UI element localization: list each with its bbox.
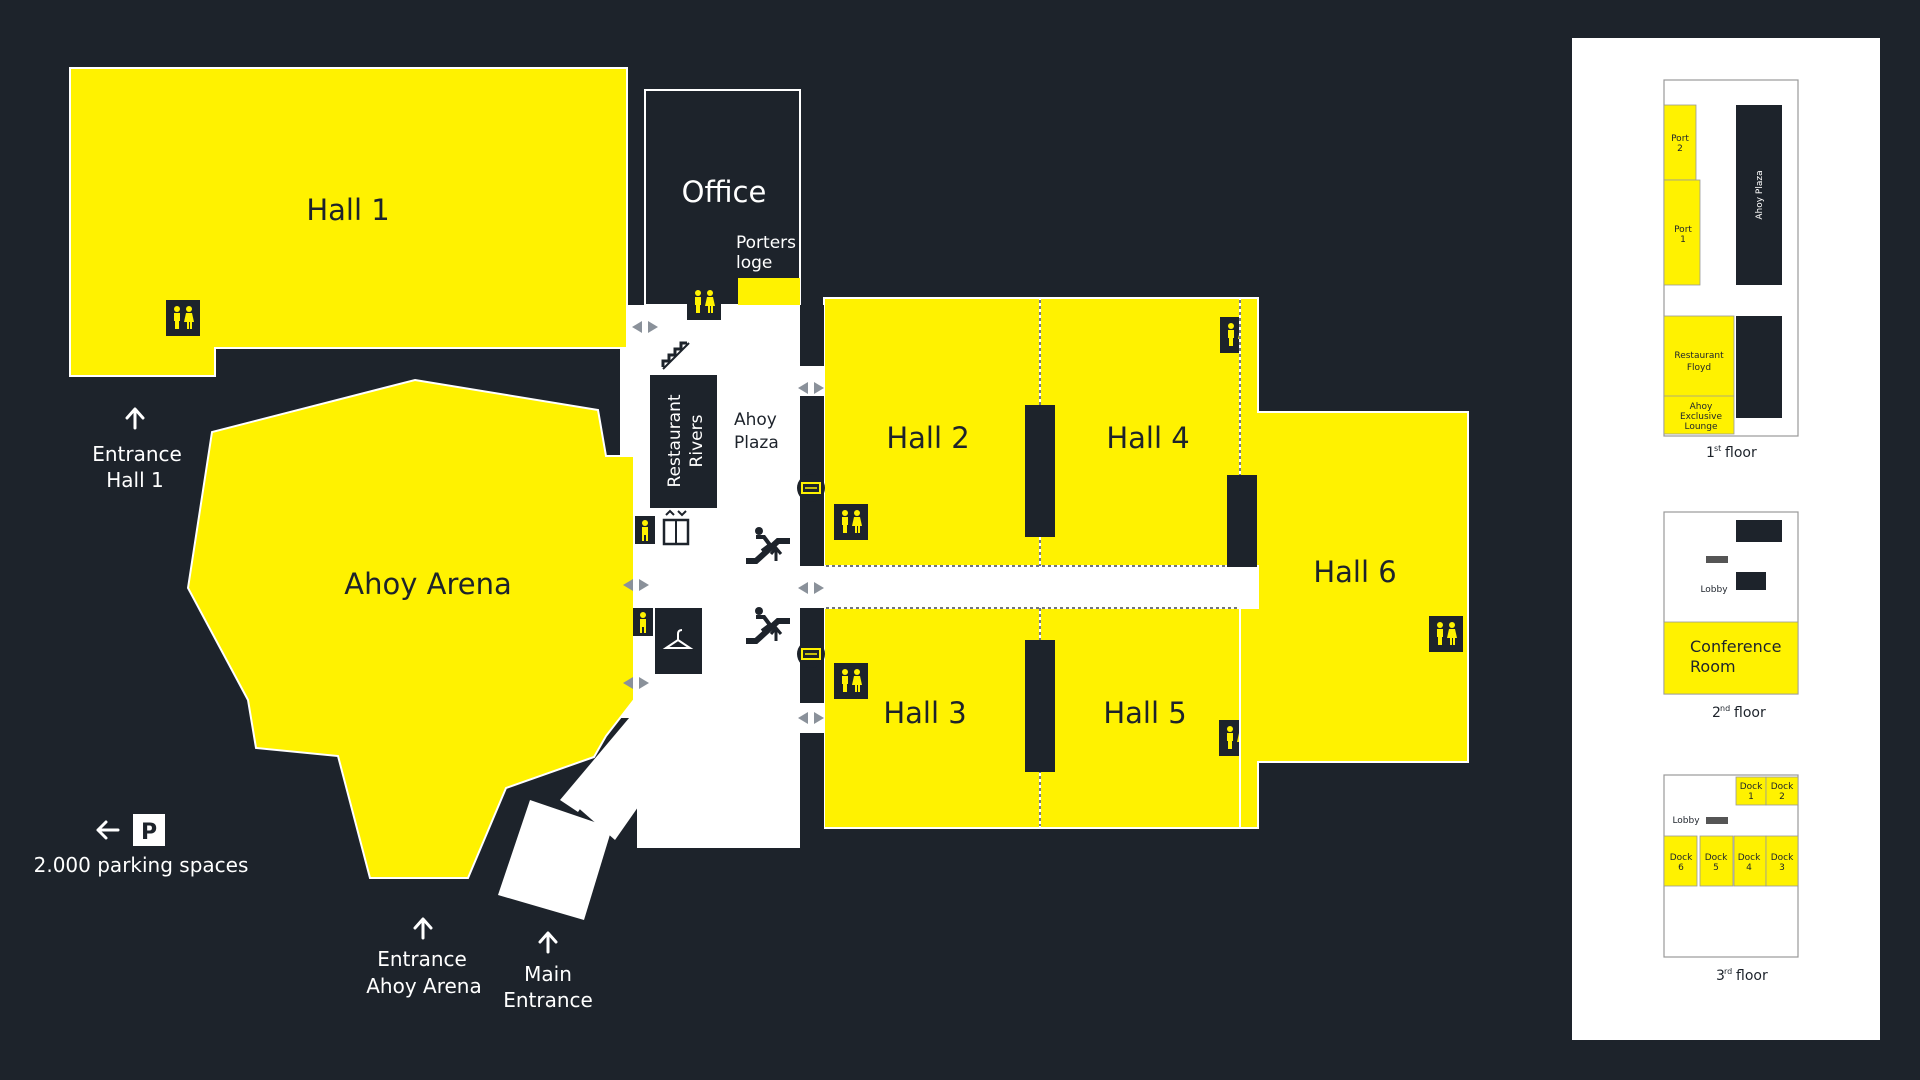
floor-2-caption-num: 2 [1712,705,1721,721]
ahoy-plaza-label-2: Plaza [734,433,779,453]
pillar [1025,640,1055,772]
mini-dock-2-label-2: 2 [1779,792,1785,802]
mini-dock-6-label-2: 6 [1678,863,1684,873]
floor-3-caption-word: floor [1736,968,1768,984]
porters-loge-label-1: Porters [736,233,796,253]
hall-1-label: Hall 1 [306,193,389,227]
mini-dock-2-label-1: Dock [1771,782,1794,792]
cloakroom-icon [662,629,694,649]
mini-map-floor-1[interactable]: Port 2 Port 1 Ahoy Plaza Restaurant Floy… [1663,79,1799,461]
mini-dock-3-label-2: 3 [1779,863,1785,873]
mini-dock-5-label-1: Dock [1705,853,1728,863]
mini-conference-label-1: Conference [1690,637,1781,656]
hall-5[interactable]: Hall 5 [1039,607,1259,829]
floor-3-caption-sup: rd [1724,967,1732,976]
mini-dock-6-label-1: Dock [1670,853,1693,863]
toilet-icon [166,300,200,336]
mini-port-2-label-1: Port [1671,134,1689,144]
mini-dock-4-label-1: Dock [1738,853,1761,863]
hall-4-label: Hall 4 [1106,421,1189,455]
entrance-hall-1[interactable]: Entrance Hall 1 [92,407,182,492]
hall-1[interactable]: Hall 1 [69,67,628,377]
mini-conference-label-2: Room [1690,657,1736,676]
parking-symbol: P [141,820,157,845]
hall-6[interactable]: Hall 6 [1239,297,1469,829]
main-entrance-label-2: Entrance [503,988,593,1012]
floor-1-caption-word: floor [1725,445,1757,461]
toilet-icon [635,516,655,544]
pillar [1227,475,1257,567]
arrow-left-icon [96,820,120,840]
mini-restaurant-floyd-label-2: Floyd [1687,363,1711,373]
office-label: Office [682,175,767,209]
entrance-hall-1-label-1: Entrance [92,442,182,466]
ticket-icon [796,473,826,503]
ahoy-plaza-label-1: Ahoy [734,410,777,430]
mini-lounge-label-2: Exclusive [1680,412,1723,422]
floor-1-caption-num: 1 [1706,445,1715,461]
toilet-icon [633,608,653,636]
main-entrance-label-1: Main [524,962,572,986]
ticket-icon [796,639,826,669]
toilet-icon [834,504,868,540]
mini-dock-5-label-2: 5 [1713,863,1719,873]
mini-map-floor-3[interactable]: Dock 1 Dock 2 Lobby Dock 6 Dock 5 Dock 4… [1663,774,1799,984]
mini-dock-1-label-1: Dock [1740,782,1763,792]
hall-3-label: Hall 3 [883,696,966,730]
mini-lounge-label-1: Ahoy [1690,402,1713,412]
cloakroom[interactable] [655,608,702,674]
ahoy-arena[interactable]: Ahoy Arena [186,378,635,879]
arrow-up-icon [125,407,145,430]
hall-3[interactable]: Hall 3 [823,607,1041,829]
floor-3-caption-num: 3 [1716,968,1725,984]
ahoy-arena-label: Ahoy Arena [344,567,511,601]
toilet-icon [1429,616,1463,652]
mini-dock-1-label-2: 1 [1748,792,1754,802]
mini-port-2-label-2: 2 [1677,144,1683,154]
arrow-up-icon [413,917,433,940]
restaurant-rivers-label-2: Rivers [687,414,707,467]
hall-6-label: Hall 6 [1313,555,1396,589]
parking[interactable]: P 2.000 parking spaces [34,814,249,877]
entrance-ahoy-arena[interactable]: Entrance Ahoy Arena [366,917,482,998]
entrance-arena-label-2: Ahoy Arena [366,974,482,998]
entrance-arena-label-1: Entrance [377,947,467,971]
mini-restaurant-floyd-label-1: Restaurant [1674,351,1724,361]
restaurant-rivers-label-1: Restaurant [665,394,685,487]
mini-dock-3-label-1: Dock [1771,853,1794,863]
hall-5-label: Hall 5 [1103,696,1186,730]
arrow-up-icon [538,931,558,954]
floor-1-caption-sup: st [1714,444,1721,453]
mini-lobby-label-3: Lobby [1672,816,1700,826]
hall-4[interactable]: Hall 4 [1039,297,1259,567]
parking-icon [133,814,165,846]
hall-2-label: Hall 2 [886,421,969,455]
mini-ahoy-plaza-label: Ahoy Plaza [1755,170,1765,219]
floor-2-caption-word: floor [1734,705,1766,721]
porters-loge-label-2: loge [736,253,772,273]
pillar [1025,405,1055,537]
main-entrance[interactable]: Main Entrance [503,931,593,1012]
toilet-icon [687,284,721,320]
restaurant-rivers[interactable]: Restaurant Rivers [650,375,717,508]
office[interactable]: Office Porters loge [644,89,801,320]
mini-map-floor-2[interactable]: Lobby Conference Room 2 nd floor [1663,511,1799,721]
mini-lounge-label-3: Lounge [1684,422,1717,432]
mini-port-1-label-2: 1 [1680,235,1686,245]
mini-lobby-label-2: Lobby [1700,585,1728,595]
hall-2[interactable]: Hall 2 [823,297,1041,567]
porters-loge [738,278,800,305]
mini-dock-4-label-2: 4 [1746,863,1752,873]
mini-port-1-label-1: Port [1674,225,1692,235]
entrance-hall-1-label-2: Hall 1 [106,468,164,492]
parking-label: 2.000 parking spaces [34,853,249,877]
toilet-icon [834,663,868,699]
ahoy-plaza-label: Ahoy Plaza [734,410,779,453]
floor-2-caption-sup: nd [1720,704,1730,713]
